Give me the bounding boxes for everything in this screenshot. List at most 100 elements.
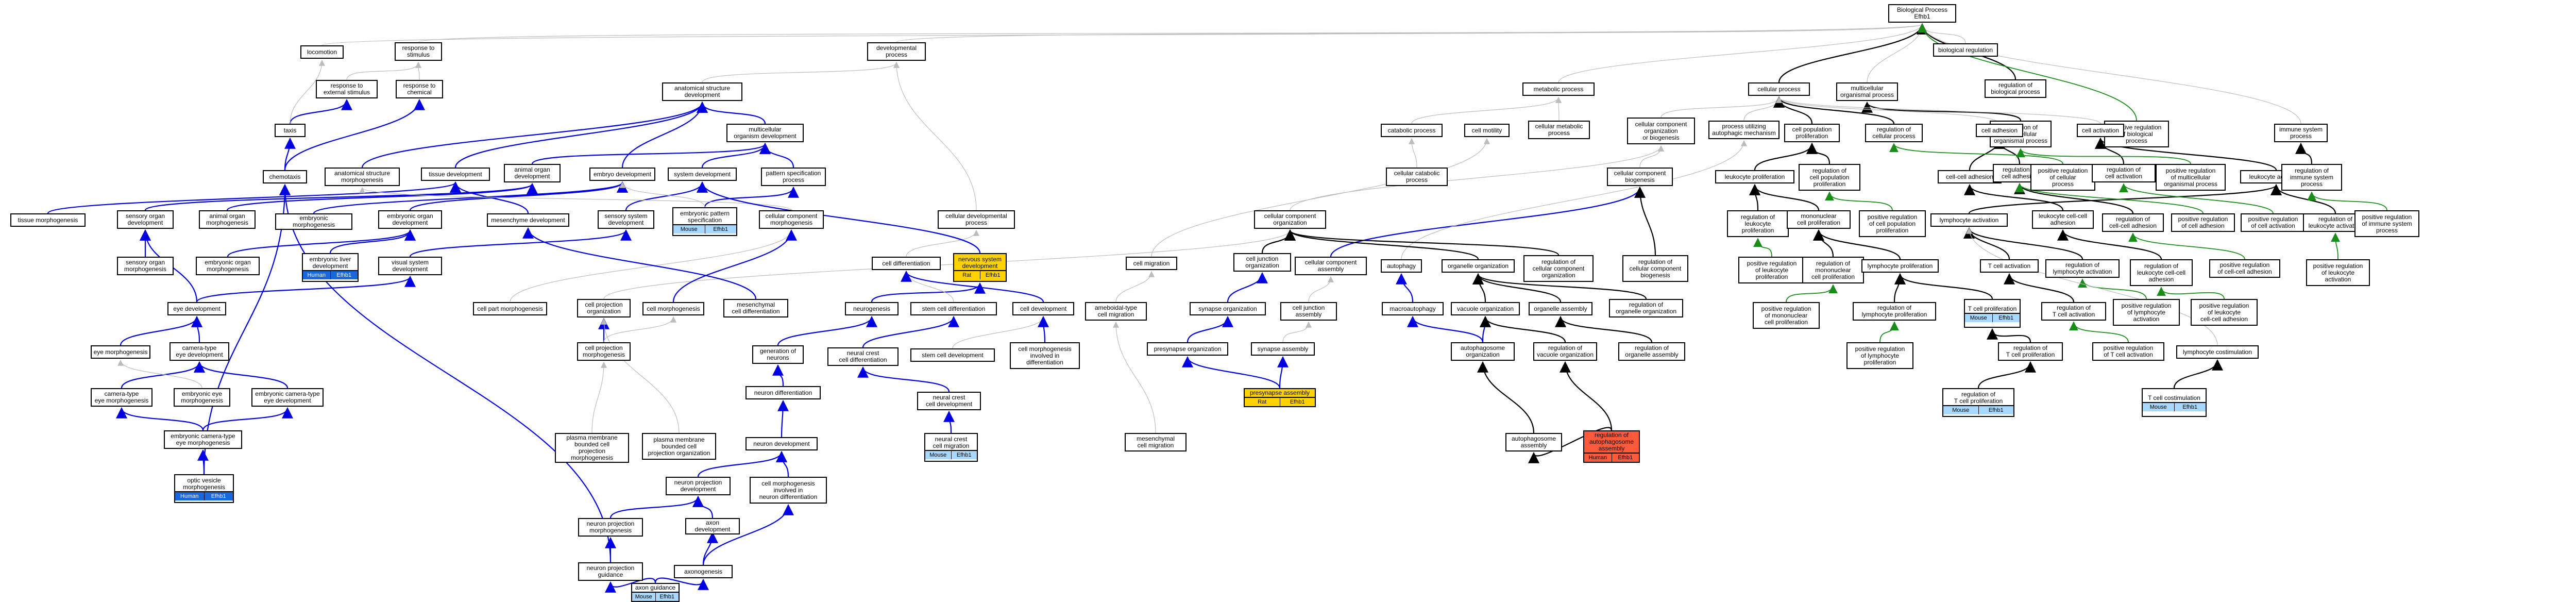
go-term-neuron-differentiation[interactable]: neuron differentiation bbox=[745, 386, 821, 399]
go-term-tissue-development[interactable]: tissue development bbox=[421, 168, 490, 181]
go-term-mesenchymal-cell-migration[interactable]: mesenchymal cell migration bbox=[1125, 433, 1187, 452]
go-term-chemotaxis[interactable]: chemotaxis bbox=[263, 170, 307, 183]
go-term-leukocyte-cell-cell-adhesion[interactable]: leukocyte cell-cell adhesion bbox=[2032, 210, 2094, 229]
go-term-embryonic-camera-type-eye-morphogenesis[interactable]: embryonic camera-type eye morphogenesis bbox=[164, 430, 242, 449]
go-term-camera-type-eye-morphogenesis[interactable]: camera-type eye morphogenesis bbox=[91, 388, 152, 407]
go-term-multicellular-organism-development[interactable]: multicellular organism development bbox=[726, 124, 804, 142]
go-term-cell-adhesion[interactable]: cell adhesion bbox=[1976, 124, 2023, 137]
go-term-pos-reg-cell-cell-adhesion[interactable]: positive regulation of cell-cell adhesio… bbox=[2209, 259, 2280, 278]
go-term-cellular-catabolic-process[interactable]: cellular catabolic process bbox=[1386, 168, 1448, 186]
go-term-cellular-process[interactable]: cellular process bbox=[1748, 82, 1810, 96]
go-term-axonogenesis[interactable]: axonogenesis bbox=[674, 565, 733, 578]
go-term-cell-morphogenesis-neuron-diff[interactable]: cell morphogenesis involved in neuron di… bbox=[750, 477, 827, 504]
go-term-neuron-development[interactable]: neuron development bbox=[745, 437, 818, 450]
go-term-animal-organ-development[interactable]: animal organ development bbox=[504, 164, 561, 182]
go-term-reg-t-cell-prolif[interactable]: regulation of T cell proliferation bbox=[1998, 342, 2063, 361]
go-term-reg-cell-pop-prolif[interactable]: regulation of cell population proliferat… bbox=[1799, 164, 1860, 191]
go-term-pos-reg-leukocyte-activation[interactable]: positive regulation of leukocyte activat… bbox=[2306, 259, 2370, 286]
go-term-pos-reg-immune-system-process[interactable]: positive regulation of immune system pro… bbox=[2354, 210, 2419, 237]
go-term-cell-motility[interactable]: cell motility bbox=[1464, 124, 1510, 137]
go-term-axon-development[interactable]: axon development bbox=[685, 518, 740, 534]
go-term-cellular-metabolic-process[interactable]: cellular metabolic process bbox=[1528, 121, 1590, 139]
go-term-autophagosome-organization[interactable]: autophagosome organization bbox=[1451, 342, 1515, 361]
go-term-pos-reg-lymphocyte-prolif[interactable]: positive regulation of lymphocyte prolif… bbox=[1846, 342, 1913, 369]
go-term-metabolic-process[interactable]: metabolic process bbox=[1522, 82, 1595, 96]
go-term-response-to-chemical[interactable]: response to chemical bbox=[396, 80, 443, 98]
go-term-immune-system-process[interactable]: immune system process bbox=[2274, 124, 2328, 142]
go-term-autophagosome-assembly[interactable]: autophagosome assembly bbox=[1505, 433, 1562, 452]
go-term-pos-reg-leukocyte-prolif[interactable]: positive regulation of leukocyte prolife… bbox=[1738, 257, 1805, 283]
go-term-cell-activation[interactable]: cell activation bbox=[2077, 124, 2124, 137]
go-term-pos-reg-cell-pop-prolif[interactable]: positive regulation of cell population p… bbox=[1859, 210, 1926, 237]
go-term-tissue-morphogenesis[interactable]: tissue morphogenesis bbox=[10, 213, 86, 227]
go-term-t-cell-activation[interactable]: T cell activation bbox=[1980, 259, 2039, 273]
go-term-pos-reg-t-cell-activation[interactable]: positive regulation of T cell activation bbox=[2092, 342, 2164, 361]
go-term-synapse-assembly[interactable]: synapse assembly bbox=[1251, 342, 1315, 356]
go-term-eye-development[interactable]: eye development bbox=[167, 302, 226, 315]
go-term-plasma-membrane-bounded-morphogenesis[interactable]: plasma membrane bounded cell projection … bbox=[555, 433, 629, 463]
go-term-ccob[interactable]: cellular component organization or bioge… bbox=[1627, 118, 1695, 144]
go-term-autophagy[interactable]: autophagy bbox=[1381, 259, 1422, 273]
go-term-cell-cell-adhesion[interactable]: cell-cell adhesion bbox=[1938, 170, 2002, 183]
go-term-macroautophagy[interactable]: macroautophagy bbox=[1382, 302, 1444, 315]
go-term-locomotion[interactable]: locomotion bbox=[300, 45, 344, 59]
go-term-cell-morphogenesis-diff[interactable]: cell morphogenesis involved in different… bbox=[1010, 342, 1080, 369]
go-term-reg-leukocyte-prolif[interactable]: regulation of leukocyte proliferation bbox=[1727, 210, 1789, 237]
go-term-presynapse-organization[interactable]: presynapse organization bbox=[1147, 342, 1228, 356]
go-term-neural-crest-cell-differentiation[interactable]: neural crest cell differentiation bbox=[827, 347, 899, 366]
go-term-neuron-projection-guidance[interactable]: neuron projection guidance bbox=[578, 562, 643, 581]
go-term-animal-organ-morphogenesis[interactable]: animal organ morphogenesis bbox=[199, 210, 256, 229]
go-term-neuron-projection-development[interactable]: neuron projection development bbox=[666, 477, 731, 495]
go-term-cell-differentiation[interactable]: cell differentiation bbox=[872, 257, 941, 270]
go-term-cellular-component-morphogenesis[interactable]: cellular component morphogenesis bbox=[759, 210, 824, 229]
go-term-reg-biological-process[interactable]: regulation of biological process bbox=[1985, 79, 2046, 98]
go-term-sensory-organ-morphogenesis[interactable]: sensory organ morphogenesis bbox=[117, 257, 174, 275]
go-term-pos-reg-cell-adhesion[interactable]: positive regulation of cell adhesion bbox=[2171, 213, 2235, 232]
go-term-process-utilizing-autophagic[interactable]: process utilizing autophagic mechanism bbox=[1708, 121, 1780, 139]
go-term-sensory-organ-development[interactable]: sensory organ development bbox=[117, 210, 174, 229]
go-term-stem-cell-differentiation[interactable]: stem cell differentiation bbox=[910, 302, 997, 315]
go-term-mononuclear-cell-prolif[interactable]: mononuclear cell proliferation bbox=[1787, 210, 1851, 229]
go-term-pattern-specification-process[interactable]: pattern specification process bbox=[761, 168, 826, 186]
go-term-embryonic-eye-morphogenesis[interactable]: embryonic eye morphogenesis bbox=[174, 388, 230, 407]
go-term-anatomical-structure-morphogenesis[interactable]: anatomical structure morphogenesis bbox=[325, 168, 400, 186]
go-term-reg-lymphocyte-prolif[interactable]: regulation of lymphocyte proliferation bbox=[1853, 302, 1936, 321]
go-term-mesenchymal-cell-differentiation[interactable]: mesenchymal cell differentiation bbox=[723, 299, 788, 317]
go-term-multicellular-organismal-process[interactable]: multicellular organismal process bbox=[1836, 82, 1898, 101]
go-term-cellular-component-organization[interactable]: cellular component organization bbox=[1254, 210, 1326, 229]
go-term-ameboidal-type-cell-migration[interactable]: ameboidal-type cell migration bbox=[1085, 302, 1147, 321]
go-term-pos-reg-leukocyte-cell-cell-adhesion[interactable]: positive regulation of leukocyte cell-ce… bbox=[2191, 299, 2258, 326]
go-term-biological-process[interactable]: Biological Process Efhb1 bbox=[1888, 4, 1956, 23]
go-term-sensory-system-development[interactable]: sensory system development bbox=[598, 210, 654, 229]
go-term-reg-leukocyte-cell-cell-adhesion[interactable]: regulation of leukocyte cell-cell adhesi… bbox=[2130, 259, 2193, 286]
go-term-lymphocyte-proliferation[interactable]: lymphocyte proliferation bbox=[1861, 259, 1939, 273]
go-term-camera-type-eye-development[interactable]: camera-type eye development bbox=[170, 342, 229, 361]
go-term-reg-immune-system-process[interactable]: regulation of immune system process bbox=[2281, 164, 2342, 191]
go-term-pos-reg-cell-activation[interactable]: positive regulation of cell activation bbox=[2241, 213, 2306, 232]
go-term-reg-vacuole-organization[interactable]: regulation of vacuole organization bbox=[1533, 342, 1597, 361]
go-term-neuron-projection-morphogenesis[interactable]: neuron projection morphogenesis bbox=[578, 518, 643, 537]
go-term-biological-regulation[interactable]: biological regulation bbox=[1933, 43, 1998, 57]
go-term-cell-population-proliferation[interactable]: cell population proliferation bbox=[1784, 124, 1840, 142]
go-term-stem-cell-development[interactable]: stem cell development bbox=[910, 348, 995, 362]
go-term-cell-projection-organization[interactable]: cell projection organization bbox=[577, 299, 631, 317]
go-term-synapse-organization[interactable]: synapse organization bbox=[1190, 302, 1266, 315]
go-term-embryo-development[interactable]: embryo development bbox=[589, 168, 655, 181]
go-term-reg-cellular-process[interactable]: regulation of cellular process bbox=[1865, 124, 1923, 142]
go-term-embryonic-morphogenesis[interactable]: embryonic morphogenesis bbox=[275, 213, 352, 230]
go-term-cell-morphogenesis[interactable]: cell morphogenesis bbox=[642, 302, 704, 315]
go-term-reg-t-cell-activation[interactable]: regulation of T cell activation bbox=[2041, 302, 2106, 321]
go-term-neural-crest-cell-development[interactable]: neural crest cell development bbox=[917, 392, 981, 410]
go-term-embryonic-organ-development[interactable]: embryonic organ development bbox=[378, 210, 442, 229]
go-term-vacuole-organization[interactable]: vacuole organization bbox=[1451, 302, 1520, 315]
go-term-anatomical-structure-development[interactable]: anatomical structure development bbox=[662, 82, 742, 101]
go-term-response-to-external-stimulus[interactable]: response to external stimulus bbox=[316, 80, 378, 98]
go-term-generation-of-neurons[interactable]: generation of neurons bbox=[752, 345, 804, 364]
